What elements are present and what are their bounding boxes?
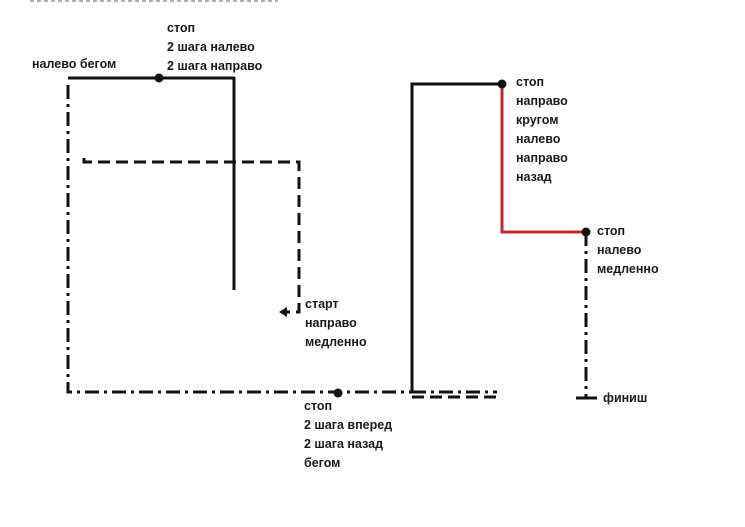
stop-point-right-top — [497, 79, 507, 89]
stop-point-bottom — [333, 388, 343, 398]
stop-point-right-mid — [581, 227, 591, 237]
route-highlight-red — [500, 84, 586, 234]
label-left-run: налево бегом — [32, 57, 116, 71]
label-start: старт направо медленно — [305, 297, 367, 349]
label-finish: финиш — [603, 391, 647, 405]
route-dashdot-outer — [66, 85, 412, 394]
route-solid-inner — [68, 76, 236, 290]
label-stop-bottom: стоп 2 шага вперед 2 шага назад бегом — [304, 399, 396, 470]
label-stop-right-top: стоп направо кругом налево направо назад — [516, 75, 571, 184]
label-stop-top: стоп 2 шага налево 2 шага направо — [167, 21, 263, 73]
stop-point-top — [154, 73, 164, 83]
start-arrow-icon — [279, 307, 287, 317]
label-stop-right-mid: стоп налево медленно — [597, 224, 659, 276]
route-solid-right — [410, 82, 502, 392]
route-dashed-middle — [82, 158, 301, 314]
